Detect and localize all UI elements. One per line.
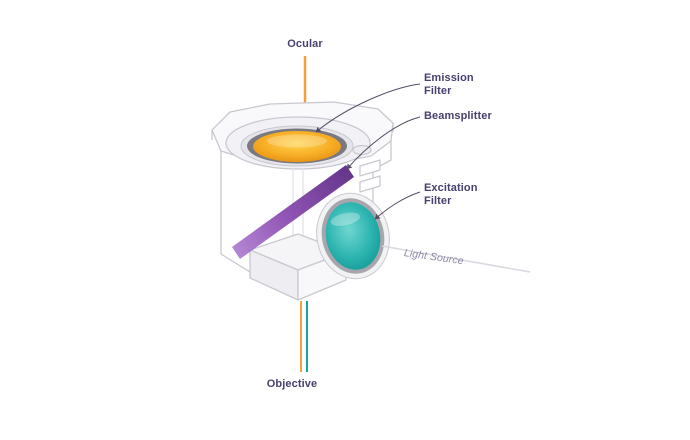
emission-leader (315, 83, 421, 133)
top-knob (352, 144, 372, 156)
excitation-leader (374, 191, 421, 220)
beamsplitter-leader (346, 116, 421, 170)
light-source-line (381, 245, 531, 273)
ocular-label: Ocular (287, 38, 323, 50)
excitation-filter-label: Excitation Filter (424, 182, 478, 207)
side-clip-bottom (359, 175, 381, 193)
beamsplitter-plate (232, 165, 354, 259)
objective-beams (300, 301, 308, 372)
emission-filter-lens (240, 125, 354, 167)
emission-filter-label: Emission Filter (424, 72, 474, 97)
left-wall (220, 151, 251, 273)
beamsplitter-label: Beamsplitter (424, 110, 492, 122)
leader-lines (315, 83, 421, 220)
objective-label: Objective (266, 378, 318, 390)
side-clip-top (359, 159, 381, 177)
excitation-filter-lens (316, 192, 390, 280)
